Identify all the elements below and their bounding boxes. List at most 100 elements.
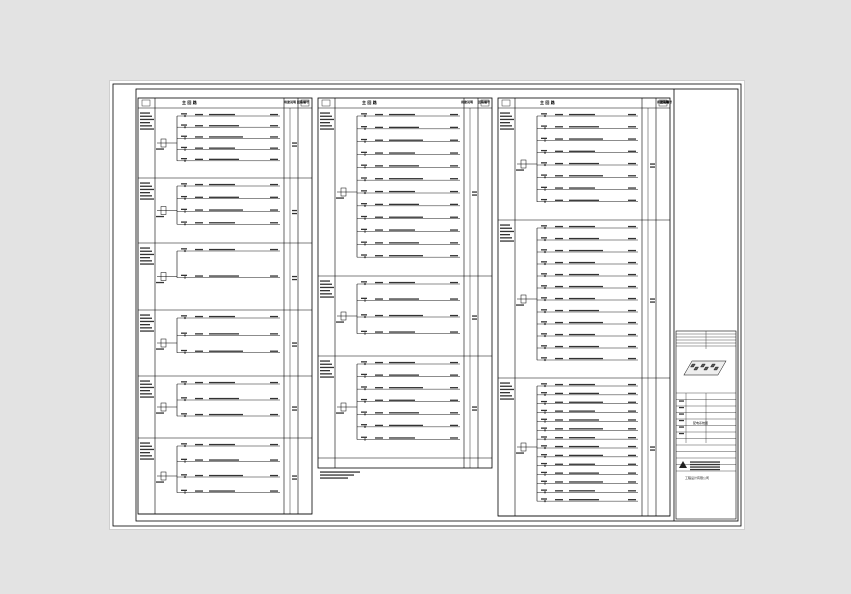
section-info-text	[140, 257, 150, 259]
breaker-rating	[541, 186, 547, 188]
section-info-text	[500, 395, 512, 397]
circuit-code	[555, 126, 563, 128]
circuit-code	[195, 275, 203, 277]
circuit-load	[628, 297, 636, 300]
cable-spec	[569, 225, 595, 228]
cable-spec	[389, 255, 423, 257]
section-info-text	[320, 118, 334, 121]
panel-border	[137, 97, 313, 515]
breaker-label	[156, 481, 164, 483]
header-symbol	[501, 99, 511, 107]
breaker-label	[156, 281, 164, 284]
usage-label	[650, 301, 655, 303]
circuit-code	[375, 412, 383, 414]
panel1-header-main: 主 回 路	[182, 100, 197, 105]
main-breaker-symbol	[520, 159, 527, 169]
cable-spec	[209, 333, 239, 335]
breaker-rating	[541, 285, 547, 287]
cable-spec	[569, 437, 595, 439]
section-info-text	[140, 125, 152, 127]
circuit-code	[375, 229, 383, 231]
cable-spec	[209, 113, 235, 116]
section-info-text	[140, 330, 154, 332]
breaker-label	[516, 169, 524, 171]
breaker-rating	[361, 386, 367, 388]
breaker-rating	[361, 164, 367, 166]
branch-breaker	[183, 114, 187, 118]
circuit-code	[555, 150, 563, 152]
breaker-rating	[541, 489, 547, 491]
branch-breaker	[543, 200, 547, 203]
section-info-text	[140, 442, 150, 444]
branch-breaker	[183, 223, 187, 226]
usage-label	[292, 209, 297, 212]
company-logo	[679, 461, 687, 468]
usage-label	[472, 194, 477, 196]
circuit-code	[195, 196, 203, 198]
branch-breaker	[183, 276, 187, 279]
breaker-rating	[541, 198, 547, 201]
circuit-code	[195, 381, 203, 384]
breaker-rating	[541, 462, 547, 465]
main-breaker-symbol	[160, 338, 167, 348]
section-info-text	[320, 293, 332, 295]
section-info-text	[140, 253, 154, 256]
branch-breaker	[543, 188, 547, 191]
section-info-text	[500, 115, 512, 117]
breaker-rating	[361, 398, 367, 401]
section-info-text	[500, 388, 514, 391]
circuit-load	[270, 196, 278, 198]
breaker-rating	[541, 261, 547, 263]
cable-spec	[569, 285, 603, 288]
section-info-text	[140, 128, 154, 130]
circuit-load	[270, 248, 278, 251]
circuit-code	[555, 472, 563, 474]
branch-breaker	[363, 315, 367, 319]
circuit-load	[450, 281, 458, 284]
branch-breaker	[363, 217, 367, 220]
circuit-code	[555, 309, 563, 312]
circuit-code	[195, 413, 203, 416]
title-block-field	[679, 426, 684, 428]
section-info-text	[140, 314, 150, 316]
project-rendering	[683, 360, 727, 376]
circuit-code	[555, 481, 563, 483]
branch-breaker	[183, 184, 187, 188]
branch-breaker	[543, 163, 547, 167]
branch-breaker	[183, 444, 187, 448]
cable-spec	[209, 125, 239, 127]
cable-spec	[569, 199, 599, 201]
cable-spec	[569, 138, 603, 140]
circuit-load	[628, 261, 636, 264]
cable-spec	[389, 314, 423, 317]
circuit-code	[195, 459, 203, 461]
circuit-load	[628, 162, 636, 165]
branch-breaker	[543, 482, 547, 485]
section-info-text	[320, 366, 334, 369]
branch-breaker	[543, 402, 547, 405]
breaker-rating	[361, 177, 367, 179]
cable-spec	[389, 113, 415, 116]
breaker-rating	[541, 162, 547, 164]
breaker-rating	[541, 445, 547, 447]
cable-spec	[209, 248, 235, 251]
usage-label	[472, 406, 477, 408]
circuit-load	[270, 222, 278, 224]
section-info-text	[320, 360, 330, 362]
branch-breaker	[183, 210, 187, 213]
circuit-code	[555, 237, 563, 240]
usage-label	[650, 298, 655, 300]
drawing-note	[320, 471, 360, 473]
breaker-rating	[361, 151, 367, 153]
circuit-code	[195, 443, 203, 446]
branch-breaker	[183, 159, 187, 162]
cable-spec	[209, 136, 243, 138]
circuit-load	[628, 285, 636, 288]
breaker-rating	[541, 321, 547, 323]
circuit-code	[375, 298, 383, 300]
circuit-code	[375, 113, 383, 116]
branch-breaker	[543, 114, 547, 118]
section-info-text	[320, 376, 334, 378]
circuit-code	[375, 178, 383, 180]
section-info-text	[320, 128, 334, 130]
